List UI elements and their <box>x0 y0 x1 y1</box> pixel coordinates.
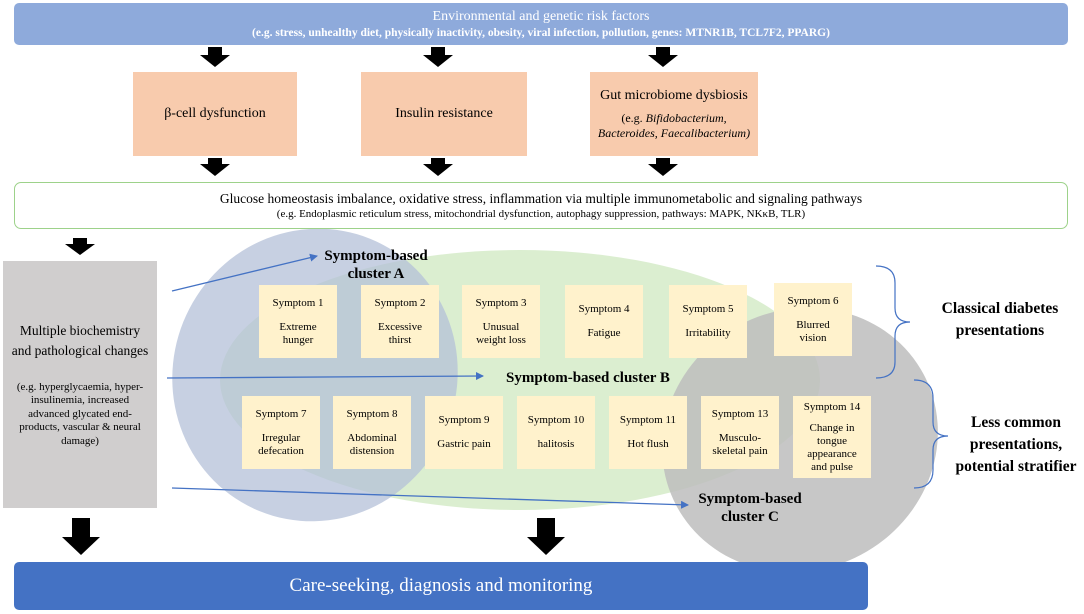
classical-presentations-label: Classical diabetes presentations <box>941 300 1059 339</box>
biochem-subtitle: (e.g. hyperglycaemia, hyper-insulinemia,… <box>16 380 144 447</box>
symptom-card: Symptom 3 Unusual weight loss <box>462 285 540 358</box>
symptom-name: Symptom 3 <box>475 296 527 309</box>
symptom-name: Symptom 8 <box>346 407 398 420</box>
cluster-a-ellipse <box>172 228 458 522</box>
symptom-desc: Fatigue <box>587 327 621 339</box>
brace-classical <box>875 265 911 379</box>
cause-label: Insulin resistance <box>395 106 493 121</box>
symptom-desc: Gastric pain <box>437 438 491 450</box>
cluster-c-label: Symptom-based cluster C <box>698 491 802 525</box>
symptom-name: Symptom 4 <box>578 303 630 315</box>
symptom-desc: Musculo-skeletal pain <box>712 431 768 457</box>
cluster-a-label: Symptom-based cluster A <box>324 248 428 282</box>
symptom-card: Symptom 13 Musculo-skeletal pain <box>701 396 779 469</box>
symptom-desc: Irritability <box>685 327 731 339</box>
symptom-name: Symptom 10 <box>527 414 585 426</box>
symptom-desc: Extreme hunger <box>279 320 317 346</box>
down-arrows-to-outcome <box>62 518 565 555</box>
symptom-desc: Unusual weight loss <box>476 320 526 346</box>
symptom-name: Symptom 2 <box>374 296 426 309</box>
symptom-card: Symptom 4 Fatigue <box>565 285 643 358</box>
symptom-name: Symptom 6 <box>787 294 839 307</box>
homeostasis-box: Glucose homeostasis imbalance, oxidative… <box>14 182 1068 229</box>
symptom-card: Symptom 1 Extreme hunger <box>259 285 337 358</box>
symptom-card: Symptom 6 Blurred vision <box>774 283 852 356</box>
symptom-name: Symptom 5 <box>682 303 734 315</box>
cause-box-beta-cell: β-cell dysfunction <box>133 72 297 156</box>
risk-factors-title: Environmental and genetic risk factors <box>432 8 650 24</box>
cause-box-gut-microbiome: Gut microbiome dysbiosis (e.g. Bifidobac… <box>590 72 758 156</box>
cause-label: β-cell dysfunction <box>164 106 266 121</box>
cause-examples-species: Bifidobacterium, Bacteroides, Faecalibac… <box>597 111 751 140</box>
biochem-box: Multiple biochemistry and pathological c… <box>3 261 157 508</box>
connector-to-cluster-c <box>171 487 689 509</box>
brace-less-common <box>913 379 949 489</box>
symptom-desc: halitosis <box>537 438 575 450</box>
outcome-box: Care-seeking, diagnosis and monitoring <box>14 562 868 610</box>
symptom-desc: Change in tongue appearance and pulse <box>807 421 857 473</box>
symptom-card: Symptom 7 Irregular defecation <box>242 396 320 469</box>
symptom-desc: Excessive thirst <box>378 320 422 346</box>
cause-examples-prefix: (e.g. <box>621 111 646 125</box>
symptom-name: Symptom 7 <box>255 407 307 420</box>
cause-label: Gut microbiome dysbiosis <box>600 88 748 103</box>
symptom-card: Symptom 8 Abdominal distension <box>333 396 411 469</box>
risk-factors-box: Environmental and genetic risk factors (… <box>14 3 1068 45</box>
connector-to-cluster-b <box>166 372 484 381</box>
down-arrows-row-1 <box>200 47 678 67</box>
symptom-card: Symptom 14 Change in tongue appearance a… <box>793 396 871 478</box>
cluster-b-label: Symptom-based cluster B <box>506 370 670 386</box>
symptom-desc: Irregular defecation <box>258 431 304 457</box>
cause-box-insulin-resistance: Insulin resistance <box>361 72 527 156</box>
outcome-label: Care-seeking, diagnosis and monitoring <box>289 575 593 596</box>
symptom-card: Symptom 11 Hot flush <box>609 396 687 469</box>
down-arrows-row-2 <box>200 158 678 176</box>
cause-examples: (e.g. Bifidobacterium, Bacteroides, Faec… <box>590 111 758 141</box>
symptom-name: Symptom 13 <box>711 407 769 420</box>
symptom-desc: Hot flush <box>627 438 669 450</box>
homeostasis-title: Glucose homeostasis imbalance, oxidative… <box>219 191 863 206</box>
less-common-presentations-label: Less common presentations, potential str… <box>955 414 1077 475</box>
symptom-desc: Blurred vision <box>796 318 830 344</box>
homeostasis-subtitle: (e.g. Endoplasmic reticulum stress, mito… <box>276 208 806 220</box>
biochem-title: Multiple biochemistry and pathological c… <box>11 322 149 358</box>
symptom-name: Symptom 9 <box>438 414 490 426</box>
symptom-card: Symptom 10 halitosis <box>517 396 595 469</box>
risk-factors-subtitle: (e.g. stress, unhealthy diet, physically… <box>252 26 830 39</box>
symptom-name: Symptom 14 <box>803 400 861 413</box>
symptom-name: Symptom 11 <box>619 414 677 426</box>
symptom-name: Symptom 1 <box>272 296 324 309</box>
connector-to-cluster-a <box>171 253 318 292</box>
symptom-desc: Abdominal distension <box>347 431 397 457</box>
symptom-card: Symptom 5 Irritability <box>669 285 747 358</box>
symptom-card: Symptom 2 Excessive thirst <box>361 285 439 358</box>
symptom-card: Symptom 9 Gastric pain <box>425 396 503 469</box>
down-arrow-to-biochem <box>65 238 95 255</box>
